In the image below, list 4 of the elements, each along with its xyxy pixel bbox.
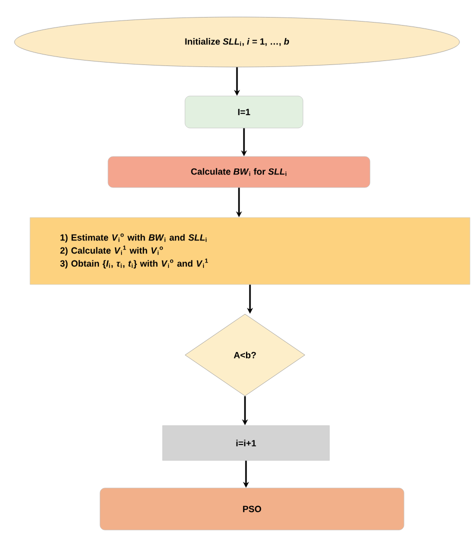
process-box: I=1	[184, 96, 304, 128]
process-box: i=i+1	[162, 425, 330, 461]
process-box: Calculate BW$_{i}$ for SLL$_{i}$	[108, 156, 370, 188]
end-box: PSO	[100, 488, 404, 530]
